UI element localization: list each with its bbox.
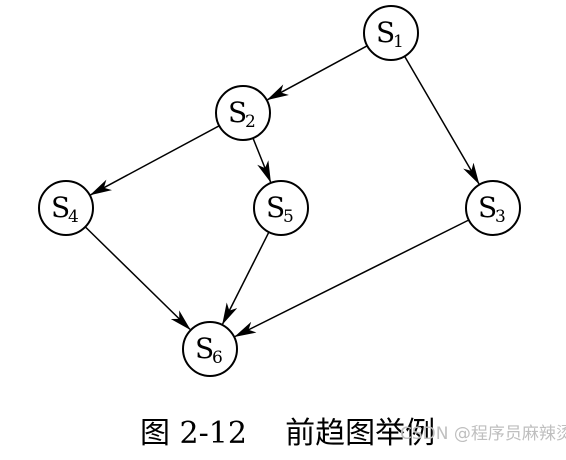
node-s6: S6 [182,321,238,377]
watermark: CSDN @程序员麻辣烫 [400,424,566,444]
node-circle [38,180,94,236]
node-label: S [478,191,497,224]
edges-layer [84,45,480,338]
edge-s4-to-s6 [84,226,191,331]
edge-s1-to-s2 [266,45,368,101]
node-subscript: 6 [212,348,223,368]
node-label: S [376,16,395,49]
node-subscript: 5 [283,207,294,227]
edge-s2-to-s4 [89,125,220,196]
node-circle [363,5,419,61]
node-s3: S3 [465,180,521,236]
node-label: S [195,332,214,365]
node-label: S [51,191,70,224]
edge-s2-to-s5 [252,137,272,183]
node-label: S [266,191,285,224]
edge-s5-to-s6 [221,231,270,325]
node-circle [253,180,309,236]
node-s5: S5 [253,180,309,236]
node-s2: S2 [215,85,271,141]
figure-caption: 图 2-12 前趋图举例 [140,416,435,451]
node-subscript: 4 [68,207,79,227]
edge-s1-to-s3 [403,55,480,185]
node-subscript: 3 [495,207,506,227]
node-s4: S4 [38,180,94,236]
node-circle [215,85,271,141]
node-subscript: 2 [245,112,256,132]
edge-s3-to-s6 [234,219,470,338]
node-subscript: 1 [393,32,404,52]
node-label: S [228,96,247,129]
node-s1: S1 [363,5,419,61]
node-circle [465,180,521,236]
node-circle [182,321,238,377]
